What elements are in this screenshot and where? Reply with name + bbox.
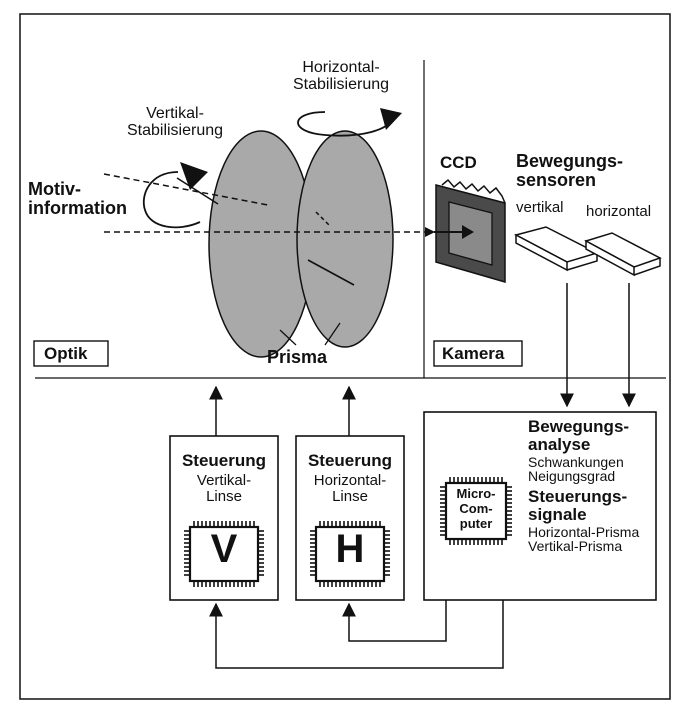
chip-v-letter: V bbox=[210, 527, 238, 571]
label-optik: Optik bbox=[44, 344, 88, 363]
feedback-line-v bbox=[209, 600, 504, 669]
refraction-line-a bbox=[176, 177, 219, 205]
analyse-title-2: analyse bbox=[528, 434, 591, 454]
label-motivinformation: Motiv-information bbox=[28, 179, 127, 218]
chip-v-icon bbox=[184, 521, 264, 587]
prisma-leader-right bbox=[324, 322, 341, 346]
control-h-sub-1: Horizontal- bbox=[313, 471, 387, 489]
control-v-sub-1: Vertikal- bbox=[196, 471, 252, 489]
horizontal-rotation-arrow bbox=[297, 111, 393, 137]
label-bewegungssensoren: Bewegungs-sensoren bbox=[516, 151, 624, 190]
chip-microcomputer-text: Micro-Com-puter bbox=[456, 486, 496, 531]
control-h-sub-2: Linse bbox=[332, 487, 368, 505]
prism-horizontal bbox=[296, 130, 394, 348]
signale-title-2: signale bbox=[528, 504, 587, 524]
control-h-title: Steuerung bbox=[307, 451, 393, 470]
signale-item-2: Vertikal-Prisma bbox=[528, 538, 623, 555]
label-sensor-horizontal: horizontal bbox=[586, 203, 652, 220]
motion-sensor-vertical bbox=[513, 226, 600, 272]
refraction-line-b bbox=[315, 211, 331, 227]
microcomputer-box bbox=[423, 411, 657, 601]
label-ccd: CCD bbox=[440, 153, 477, 172]
control-v-text: Steuerung Vertikal- Linse bbox=[170, 452, 278, 504]
signale-title-1: Steuerungs- bbox=[528, 487, 628, 507]
kamera-label-box bbox=[433, 340, 523, 367]
vertical-rotation-arrow bbox=[142, 171, 201, 229]
label-vertikal-stabilisierung: Vertikal-Stabilisierung bbox=[126, 105, 224, 139]
outer-frame bbox=[19, 13, 671, 700]
label-sensor-vertikal: vertikal bbox=[516, 199, 564, 216]
label-horizontal-stabilisierung: Horizontal-Stabilisierung bbox=[292, 59, 390, 93]
prisma-leader-left bbox=[279, 329, 297, 346]
ccd-sensor-icon bbox=[434, 178, 506, 283]
analyse-title-1: Bewegungs- bbox=[528, 417, 630, 436]
motion-sensor-horizontal bbox=[584, 232, 662, 277]
label-kamera: Kamera bbox=[442, 344, 505, 363]
control-v-sub-2: Linse bbox=[206, 487, 242, 505]
chip-h-icon bbox=[310, 521, 390, 587]
optik-label-box bbox=[33, 340, 109, 367]
control-v-title: Steuerung bbox=[181, 451, 267, 470]
light-path-upper bbox=[103, 173, 269, 206]
label-prisma: Prisma bbox=[267, 347, 328, 367]
microcomputer-description: Bewegungs- analyse Schwankungen Neigungs… bbox=[528, 418, 639, 554]
refraction-line-c bbox=[307, 259, 355, 286]
analyse-item-1: Schwankungen bbox=[528, 453, 624, 470]
signale-item-1: Horizontal-Prisma bbox=[528, 523, 640, 540]
chip-microcomputer-icon bbox=[440, 477, 512, 545]
feedback-line-h bbox=[342, 600, 447, 642]
control-h-text: Steuerung Horizontal- Linse bbox=[296, 452, 404, 504]
chip-h-letter: H bbox=[335, 527, 365, 571]
analyse-item-2: Neigungsgrad bbox=[528, 468, 616, 485]
